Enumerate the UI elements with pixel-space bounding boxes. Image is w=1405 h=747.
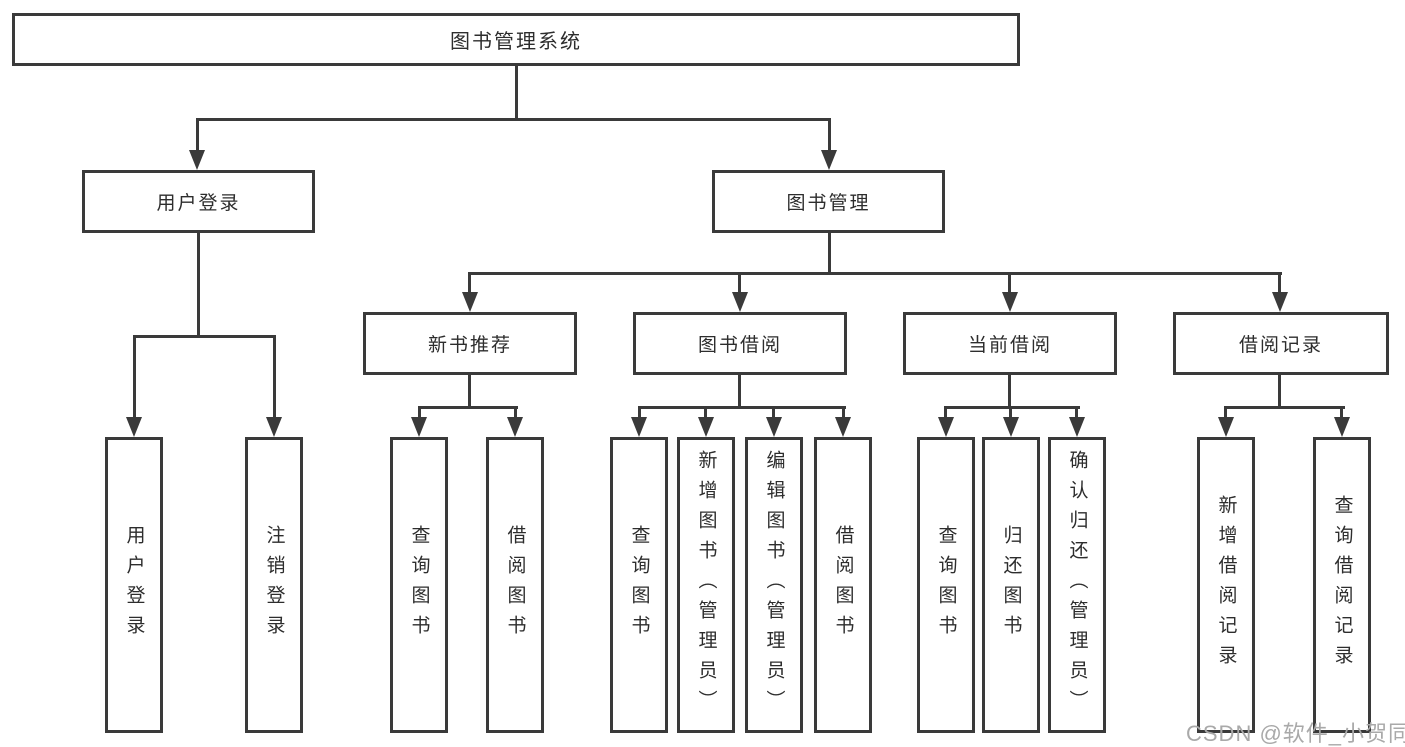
edge-line — [944, 406, 1080, 409]
edge-arrowhead — [1002, 292, 1018, 312]
edge-line — [468, 272, 1282, 275]
leaf-borrow-borrow-books: 借阅图书 — [814, 437, 872, 733]
edge-arrowhead — [631, 417, 647, 437]
edge-arrowhead — [462, 292, 478, 312]
node-current-borrow: 当前借阅 — [903, 312, 1117, 375]
edge-line — [704, 406, 707, 420]
edge-line — [133, 335, 136, 419]
edge-arrowhead — [698, 417, 714, 437]
leaf-current-query-books: 查询图书 — [917, 437, 975, 733]
edge-arrowhead — [189, 150, 205, 170]
leaf-records-add-record: 新增借阅记录 — [1197, 437, 1255, 733]
node-new-book-recommend: 新书推荐 — [363, 312, 577, 375]
edge-line — [197, 233, 200, 337]
edge-arrowhead — [126, 417, 142, 437]
leaf-recommend-borrow-books: 借阅图书 — [486, 437, 544, 733]
edge-line — [738, 272, 741, 294]
edge-arrowhead — [821, 150, 837, 170]
edge-arrowhead — [938, 417, 954, 437]
edge-line — [1008, 375, 1011, 409]
node-book-borrow: 图书借阅 — [633, 312, 847, 375]
leaf-borrow-query-books: 查询图书 — [610, 437, 668, 733]
leaf-borrow-add-books-admin: 新增图书（管理员） — [677, 437, 735, 733]
edge-line — [468, 272, 471, 294]
node-user-login: 用户登录 — [82, 170, 315, 233]
edge-line — [638, 406, 641, 420]
leaf-recommend-query-books: 查询图书 — [390, 437, 448, 733]
leaf-logout: 注销登录 — [245, 437, 303, 733]
edge-line — [196, 118, 831, 121]
edge-arrowhead — [835, 417, 851, 437]
edge-arrowhead — [1334, 417, 1350, 437]
edge-line — [638, 406, 846, 409]
edge-arrowhead — [1272, 292, 1288, 312]
leaf-current-return-books: 归还图书 — [982, 437, 1040, 733]
node-book-management: 图书管理 — [712, 170, 945, 233]
edge-line — [1008, 272, 1011, 294]
leaf-current-confirm-return-admin: 确认归还（管理员） — [1048, 437, 1106, 733]
edge-arrowhead — [1003, 417, 1019, 437]
leaf-user-login: 用户登录 — [105, 437, 163, 733]
edge-line — [468, 375, 471, 409]
edge-line — [133, 335, 276, 338]
edge-arrowhead — [766, 417, 782, 437]
edge-arrowhead — [266, 417, 282, 437]
edge-line — [418, 406, 421, 420]
edge-line — [1075, 406, 1078, 420]
edge-arrowhead — [507, 417, 523, 437]
edge-line — [1009, 406, 1012, 420]
edge-line — [1278, 272, 1281, 294]
edge-line — [418, 406, 518, 409]
edge-line — [515, 66, 518, 121]
edge-line — [842, 406, 845, 420]
leaf-records-query-record: 查询借阅记录 — [1313, 437, 1371, 733]
edge-line — [196, 118, 199, 152]
node-root: 图书管理系统 — [12, 13, 1020, 66]
edge-line — [514, 406, 517, 420]
edge-line — [1224, 406, 1345, 409]
edge-arrowhead — [1218, 417, 1234, 437]
edge-line — [1224, 406, 1227, 420]
edge-line — [273, 335, 276, 419]
edge-line — [1278, 375, 1281, 409]
edge-line — [828, 233, 831, 275]
edge-arrowhead — [732, 292, 748, 312]
edge-arrowhead — [411, 417, 427, 437]
node-borrow-records: 借阅记录 — [1173, 312, 1389, 375]
edge-line — [1340, 406, 1343, 420]
edge-line — [772, 406, 775, 420]
edge-arrowhead — [1069, 417, 1085, 437]
edge-line — [944, 406, 947, 420]
edge-line — [738, 375, 741, 409]
watermark: CSDN @软件_小贺同学 — [1186, 721, 1405, 746]
leaf-borrow-edit-books-admin: 编辑图书（管理员） — [745, 437, 803, 733]
edge-line — [828, 118, 831, 152]
